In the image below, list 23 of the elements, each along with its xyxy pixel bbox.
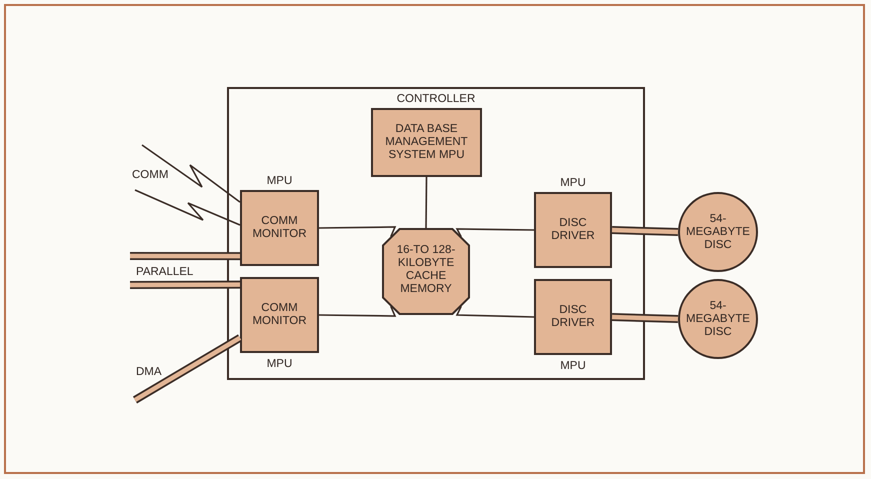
- box-label: COMM MONITOR: [251, 215, 308, 241]
- mpu-label: MPU: [266, 358, 294, 370]
- box-label: DISC DRIVER: [550, 304, 596, 330]
- process-box: [534, 279, 612, 355]
- mpu-label: MPU: [559, 360, 587, 372]
- box-label: DISC DRIVER: [550, 217, 596, 243]
- box-label: 16-TO 128-KILOBYTE CACHE MEMORY: [396, 244, 456, 296]
- mpu-label: MPU: [266, 175, 294, 187]
- line-label: DMA: [136, 366, 162, 378]
- process-box: [534, 192, 612, 268]
- process-box: [371, 108, 482, 177]
- process-box: [240, 277, 319, 353]
- box-label: COMM MONITOR: [251, 302, 308, 328]
- line-label: PARALLEL: [136, 266, 194, 278]
- controller-box: [227, 87, 645, 380]
- box-label: 54-MEGABYTE DISC: [686, 300, 750, 338]
- box-label: 54-MEGABYTE DISC: [686, 212, 750, 252]
- process-box: [240, 190, 319, 266]
- mpu-label: MPU: [559, 177, 587, 189]
- memory-octagon: [382, 228, 470, 315]
- box-label: DATA BASE MANAGEMENT SYSTEM MPU: [384, 123, 469, 162]
- controller-heading: CONTROLLER: [396, 93, 476, 106]
- line-label: COMM: [132, 169, 168, 181]
